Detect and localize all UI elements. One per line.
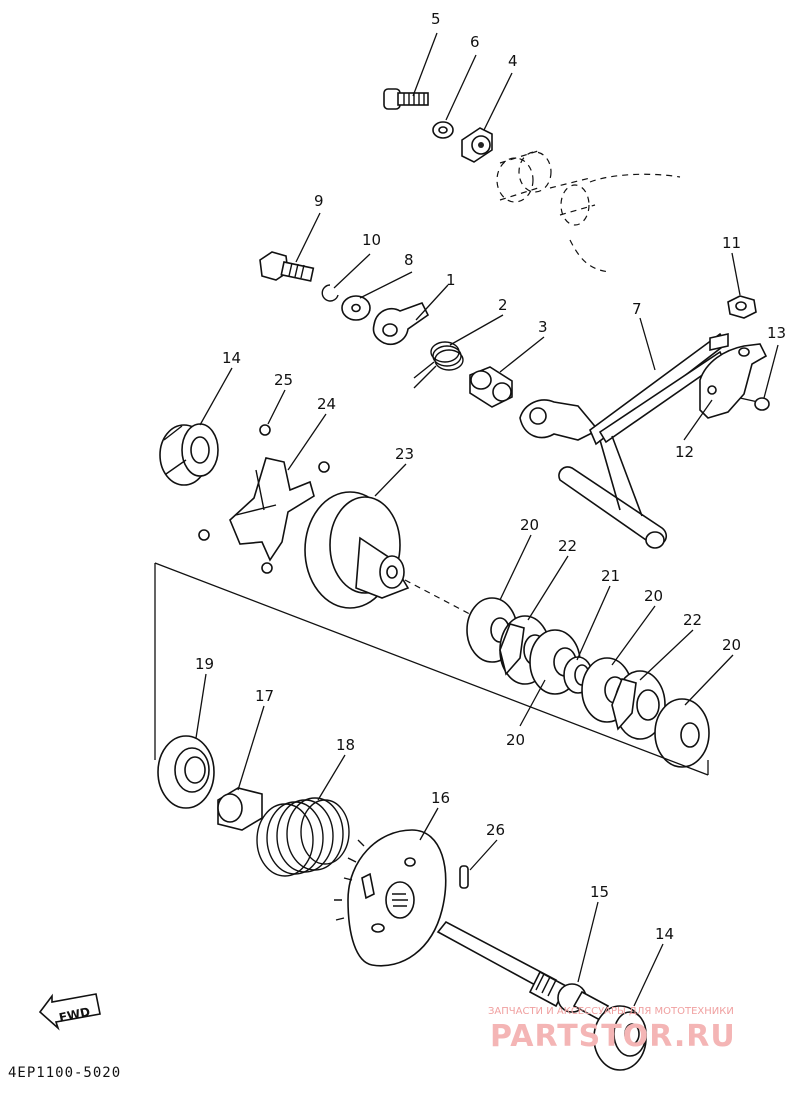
label-part-22-a: 22 [558, 537, 577, 555]
label-part-24: 24 [317, 395, 336, 413]
watermark-tagline: ЗАПЧАСТИ И АКСЕССУАРЫ ДЛЯ МОТОТЕХНИКИ [488, 1006, 734, 1017]
label-part-25: 25 [274, 371, 293, 389]
label-part-15: 15 [590, 883, 609, 901]
part-3-collar [469, 366, 513, 408]
part-19-oil-seal [157, 735, 215, 809]
part-13-bolt [739, 397, 770, 411]
part-5-bolt [383, 88, 429, 110]
label-part-5: 5 [431, 10, 441, 28]
part-15-shaft [436, 920, 610, 1022]
label-part-11: 11 [722, 234, 741, 252]
part-7-arm-assembly [519, 332, 729, 549]
part-11-nut [727, 295, 757, 319]
label-part-1: 1 [446, 271, 456, 289]
watermark-brand: PARTSTOR.RU [490, 1019, 736, 1054]
shock-absorber [496, 150, 681, 273]
label-part-3: 3 [538, 318, 548, 336]
label-part-20-b: 20 [644, 587, 663, 605]
fwd-arrow-icon: FWD [38, 993, 101, 1031]
part-9-bolt [259, 251, 315, 282]
part-12-bracket [699, 343, 768, 419]
fwd-label: FWD [58, 1005, 92, 1025]
label-part-13: 13 [767, 324, 786, 342]
label-part-17: 17 [255, 687, 274, 705]
label-part-12: 12 [675, 443, 694, 461]
watermark: ЗАПЧАСТИ И АКСЕССУАРЫ ДЛЯ МОТОТЕХНИКИ PA… [488, 1006, 736, 1054]
label-part-6: 6 [470, 33, 480, 51]
part-26-dowel-pin [459, 865, 469, 889]
part-25-balls [198, 424, 330, 574]
part-1-lever [372, 302, 430, 345]
part-14-bearing-bottom [593, 1005, 647, 1071]
label-part-21: 21 [601, 567, 620, 585]
part-17-collar [217, 787, 263, 831]
label-part-19: 19 [195, 655, 214, 673]
part-labels: 5 6 4 9 10 8 1 2 3 7 11 13 12 14 25 24 2… [195, 10, 786, 943]
part-4-bushing [461, 127, 493, 163]
label-part-8: 8 [404, 251, 414, 269]
label-part-14-top: 14 [222, 349, 241, 367]
part-16-gear [334, 829, 447, 967]
label-part-16: 16 [431, 789, 450, 807]
diagram-code: 4EP1100-5020 [8, 1065, 121, 1081]
part-23-shift-drum [304, 491, 410, 609]
label-part-18: 18 [336, 736, 355, 754]
part-10-circlip [321, 284, 339, 302]
part-24-retainer-star [229, 457, 315, 562]
leader-lines [195, 32, 779, 1007]
part-8-washer [341, 295, 371, 321]
label-part-9: 9 [314, 192, 324, 210]
label-part-4: 4 [508, 52, 518, 70]
label-part-10: 10 [362, 231, 381, 249]
part-6-washer [432, 121, 454, 139]
part-2-spring [413, 341, 464, 389]
label-part-22-b: 22 [683, 611, 702, 629]
label-part-7: 7 [632, 300, 642, 318]
label-part-23: 23 [395, 445, 414, 463]
part-14-bearing-top [159, 423, 219, 486]
label-part-20-a: 20 [520, 516, 539, 534]
part-18-spring [256, 797, 350, 877]
label-part-14-bottom: 14 [655, 925, 674, 943]
label-part-20-d: 20 [506, 731, 525, 749]
label-part-2: 2 [498, 296, 508, 314]
label-part-20-c: 20 [722, 636, 741, 654]
part-22-plate-b [611, 670, 666, 740]
part-20-washer-d [654, 698, 710, 768]
label-part-26: 26 [486, 821, 505, 839]
group-frame [154, 562, 709, 776]
